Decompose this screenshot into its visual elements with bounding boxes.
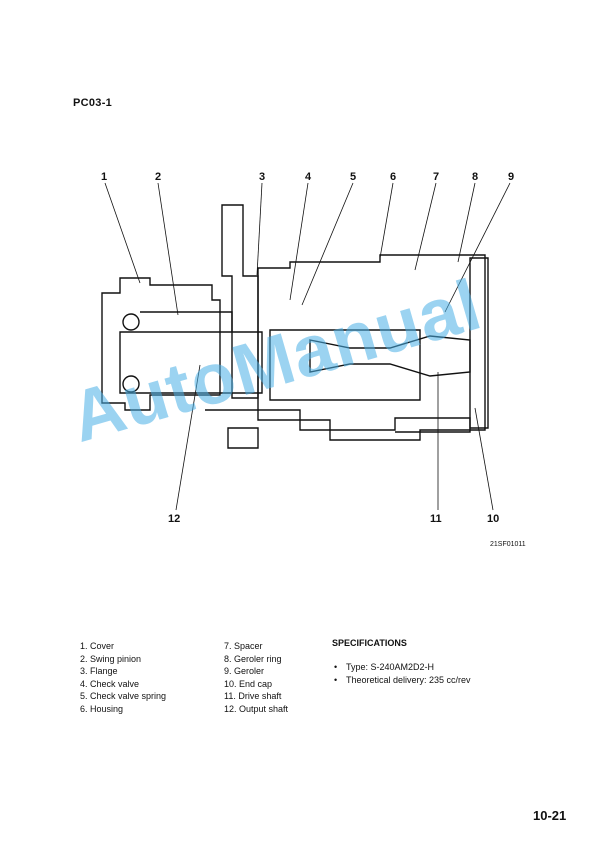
parts-list-column-1: 1. Cover 2. Swing pinion 3. Flange 4. Ch…	[80, 640, 166, 715]
motor-outline	[101, 204, 489, 449]
section-code: PC03-1	[73, 97, 113, 109]
list-item: 4. Check valve	[80, 678, 140, 689]
callout-1: 1	[101, 171, 107, 183]
spec-delivery: Theoretical delivery: 235 cc/rev	[346, 674, 471, 685]
callout-5: 5	[350, 171, 356, 183]
list-item: 2. Swing pinion	[80, 653, 142, 664]
list-item: 9. Geroler	[224, 666, 265, 676]
callout-6: 6	[390, 171, 396, 183]
callout-4: 4	[305, 171, 312, 183]
list-item: • Type: S-240AM2D2-H	[334, 661, 471, 674]
list-item: 8. Geroler ring	[224, 653, 282, 664]
list-item: 10. End cap	[224, 678, 273, 689]
list-item: 5. Check valve spring	[80, 691, 167, 701]
callout-10: 10	[487, 513, 499, 525]
callout-numbers: 1 2 3 4 5 6 7 8 9 12 11 10	[101, 171, 514, 525]
callout-12: 12	[168, 513, 180, 525]
parts-list-column-2: 7. Spacer 8. Geroler ring 9. Geroler 10.…	[224, 640, 288, 715]
callout-8: 8	[472, 171, 478, 183]
callout-11: 11	[430, 513, 442, 525]
callout-9: 9	[508, 171, 514, 183]
callout-3: 3	[259, 171, 265, 183]
bullet-icon: •	[334, 662, 338, 672]
drawing-id: 21SF01011	[490, 541, 526, 548]
list-item: 12. Output shaft	[224, 703, 289, 714]
specifications-title: SPECIFICATIONS	[332, 638, 407, 648]
list-item: • Theoretical delivery: 235 cc/rev	[334, 674, 471, 687]
list-item: 3. Flange	[80, 666, 118, 676]
list-item: 7. Spacer	[224, 641, 263, 651]
specifications-list: • Type: S-240AM2D2-H • Theoretical deliver…	[334, 661, 471, 686]
page-number: 10-21	[533, 808, 567, 823]
callout-2: 2	[155, 171, 161, 183]
list-item: 11. Drive shaft	[224, 691, 282, 701]
bullet-icon: •	[334, 674, 338, 685]
leader-lines	[104, 182, 511, 511]
list-item: 6. Housing	[80, 703, 124, 714]
list-item: 1. Cover	[80, 641, 115, 651]
callout-7: 7	[433, 171, 439, 183]
spec-type: Type: S-240AM2D2-H	[346, 662, 435, 672]
